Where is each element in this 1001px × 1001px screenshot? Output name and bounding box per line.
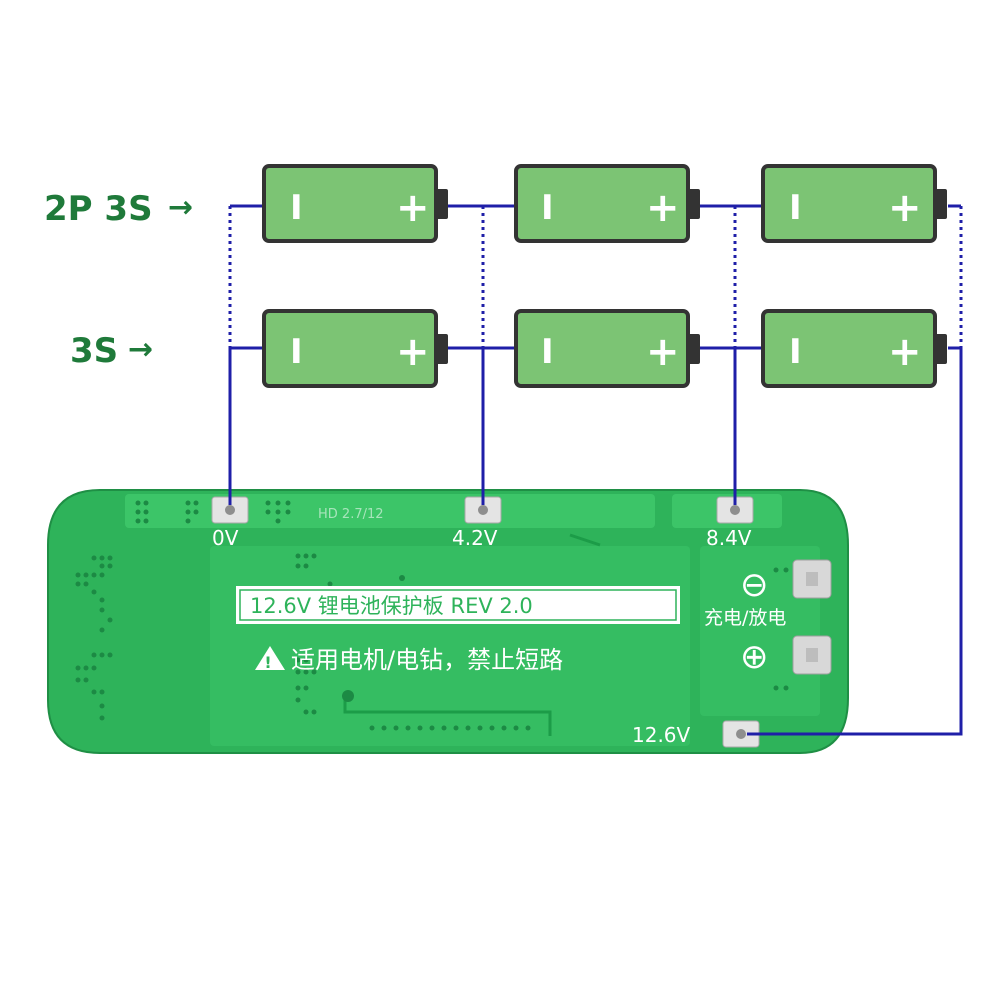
warning-icon bbox=[255, 646, 285, 670]
battery-bottom-1: I + bbox=[262, 309, 448, 388]
mount-hole bbox=[342, 690, 354, 702]
battery-bottom-2: I + bbox=[514, 309, 700, 388]
battery-minus-terminal: I bbox=[789, 332, 802, 372]
pad-discharge-minus bbox=[792, 559, 832, 599]
battery-top-2: I + bbox=[514, 164, 700, 243]
pcb-board: HD 2.7/12 12.6V 锂电池保护板 REV 2.0 ! 适用电机/电钻… bbox=[47, 489, 849, 754]
pcb-title: 12.6V 锂电池保护板 REV 2.0 bbox=[250, 594, 533, 618]
battery-plus-terminal: + bbox=[396, 185, 430, 231]
battery-bottom-3: I + bbox=[761, 309, 947, 388]
label-4-2v: 4.2V bbox=[452, 526, 498, 550]
plus-terminal-icon: ⊕ bbox=[740, 637, 769, 677]
battery-plus-terminal: + bbox=[888, 329, 922, 375]
battery-minus-terminal: I bbox=[541, 332, 554, 372]
battery-top-1: I + bbox=[262, 164, 448, 243]
warning-text: 适用电机/电钻，禁止短路 bbox=[291, 646, 563, 674]
minus-terminal-icon: ⊖ bbox=[740, 565, 769, 605]
pcb-trace-2 bbox=[569, 533, 601, 547]
pad-8-4v bbox=[716, 496, 754, 524]
pcb-trace bbox=[343, 696, 552, 736]
copper-area-top bbox=[125, 494, 655, 528]
battery-plus-terminal: + bbox=[396, 329, 430, 375]
battery-minus-terminal: I bbox=[290, 332, 303, 372]
arrow-3s-icon: → bbox=[128, 332, 154, 367]
label-8-4v: 8.4V bbox=[706, 526, 752, 550]
wires bbox=[228, 204, 963, 736]
label-0v: 0V bbox=[212, 526, 239, 550]
warning-icon-mark: ! bbox=[264, 653, 271, 672]
arrow-2p3s-icon: → bbox=[168, 190, 194, 225]
copper-area-right bbox=[700, 546, 820, 716]
pad-4-2v bbox=[464, 496, 502, 524]
title-plate bbox=[236, 586, 680, 624]
battery-plus-terminal: + bbox=[646, 329, 680, 375]
label-charge-discharge: 充电/放电 bbox=[704, 607, 786, 629]
battery-minus-terminal: I bbox=[290, 188, 303, 228]
battery-plus-terminal: + bbox=[646, 185, 680, 231]
parallel-wires-dotted bbox=[228, 206, 963, 348]
label-12-6v: 12.6V bbox=[632, 723, 691, 747]
battery-top-3: I + bbox=[761, 164, 947, 243]
pad-discharge-plus bbox=[792, 635, 832, 675]
label-2p3s: 2P 3S bbox=[44, 189, 153, 229]
label-3s: 3S bbox=[70, 331, 119, 371]
battery-minus-terminal: I bbox=[541, 188, 554, 228]
via-dots bbox=[75, 500, 789, 731]
battery-minus-terminal: I bbox=[789, 188, 802, 228]
silk-code: HD 2.7/12 bbox=[318, 507, 384, 522]
battery-plus-terminal: + bbox=[888, 185, 922, 231]
